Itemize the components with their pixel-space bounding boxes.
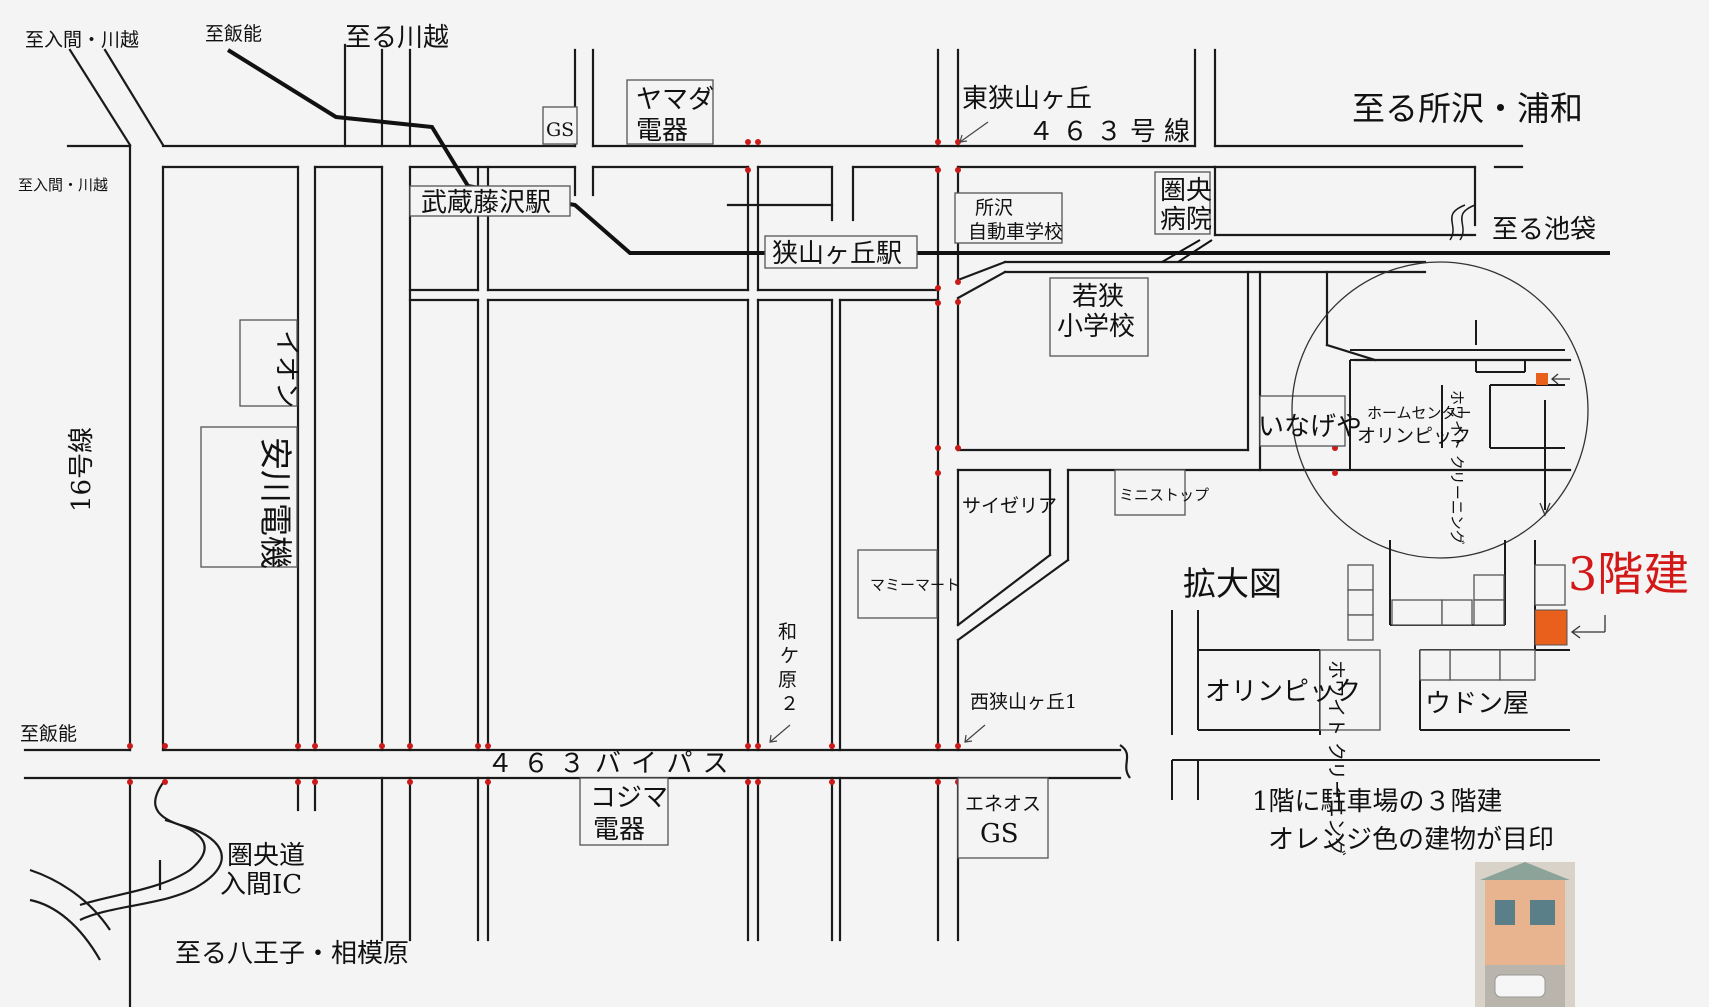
railway-curve	[1449, 204, 1466, 241]
signal-dots	[127, 139, 1338, 785]
interchange-ramp	[29, 744, 1131, 961]
enlarged-title: 拡大図	[1183, 564, 1282, 603]
floors-label: 3階建	[1568, 547, 1689, 601]
direction-label: 至る川越	[345, 23, 449, 53]
landmark-label: エネオス	[965, 793, 1041, 815]
road-network	[23, 43, 1572, 1007]
railway-branch	[1177, 239, 1213, 263]
railway-branch	[1161, 239, 1201, 263]
landmark-boxes	[200, 79, 1346, 859]
enlarged-label: ウドン屋	[1425, 689, 1529, 719]
landmark-label: 若狭	[1072, 282, 1124, 312]
railway-line	[226, 48, 1610, 255]
landmark-label: 電器	[593, 815, 645, 845]
landmark-label: 電器	[636, 116, 688, 146]
landmark-label: オリンピック	[1357, 425, 1471, 447]
map-labels: 至入間・川越 至飯能 至る川越 至る所沢・浦和 至入間・川越 至る池袋 至飯能 …	[18, 23, 1689, 969]
direction-label: 至入間・川越	[25, 29, 139, 51]
landmark-label: 圏央道	[227, 841, 305, 871]
magnify-circle-roads	[1349, 320, 1565, 510]
landmark-label: 西狭山ヶ丘1	[970, 691, 1077, 713]
enlarged-label: オリンピック	[1205, 677, 1361, 707]
landmark-label: 病院	[1160, 205, 1212, 235]
landmark-label: マミーマート	[870, 576, 960, 594]
landmark-label: 小学校	[1057, 312, 1135, 342]
direction-label: 至飯能	[205, 23, 262, 45]
enlarged-label: ホワイト クリーニング	[1325, 660, 1347, 856]
note-line: 1階に駐車場の３階建	[1252, 787, 1503, 817]
landmark-label: 和	[778, 621, 797, 643]
direction-label: 至る池袋	[1492, 215, 1596, 245]
landmark-label: ホワイト クリーニング	[1448, 390, 1466, 545]
landmark-label: 安川電機	[256, 437, 295, 569]
landmark-label: イオン	[271, 330, 301, 408]
landmark-label: 所沢	[975, 197, 1013, 219]
direction-label: 至飯能	[20, 723, 77, 745]
enlarged-building-blocks	[1319, 564, 1566, 731]
arrow-signs	[769, 121, 989, 743]
landmark-label: 原	[778, 669, 797, 691]
road-label: ４６３バイパス	[487, 749, 738, 779]
landmark-label: コジマ	[590, 783, 668, 813]
landmark-label: 東狭山ヶ丘	[962, 84, 1092, 114]
road-label: ４６３号線	[1028, 117, 1198, 147]
direction-label: 至入間・川越	[18, 176, 108, 194]
landmark-label: 入間IC	[220, 870, 302, 900]
landmark-label: 圏央	[1160, 176, 1212, 206]
magnify-circle	[1291, 261, 1589, 559]
landmark-label: 自動車学校	[968, 221, 1063, 243]
station-label: 狭山ヶ丘駅	[772, 239, 902, 269]
target-building-small	[1536, 373, 1548, 385]
station-label: 武蔵藤沢駅	[421, 188, 551, 218]
target-building	[1534, 609, 1568, 646]
landmark-label: GS	[546, 119, 574, 141]
landmark-label: ミニストップ	[1119, 486, 1209, 504]
direction-label: 至る所沢・浦和	[1352, 89, 1583, 128]
arrow-target	[1570, 615, 1606, 639]
railway-curve	[1459, 204, 1476, 241]
landmark-label: ヤマダ	[636, 85, 714, 115]
road-label: 16号線	[67, 427, 97, 512]
landmark-label: ホームセンター	[1367, 404, 1472, 422]
landmark-label: GS	[980, 819, 1019, 849]
direction-label: 至る八王子・相模原	[175, 939, 409, 969]
landmark-label: サイゼリア	[962, 495, 1057, 517]
note-line: オレンジ色の建物が目印	[1268, 825, 1554, 855]
landmark-label: いなげや	[1258, 412, 1362, 442]
landmark-label: ２	[780, 693, 799, 715]
house-photo	[1475, 862, 1575, 1007]
landmark-label: ケ	[780, 645, 799, 667]
arrow-small	[1539, 373, 1570, 517]
